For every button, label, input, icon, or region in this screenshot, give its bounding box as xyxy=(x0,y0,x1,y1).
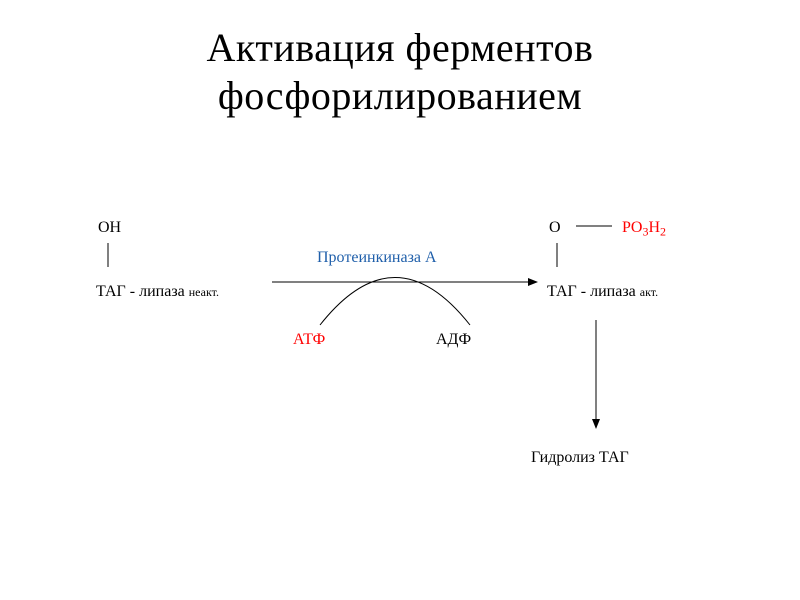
title-line-1: Активация ферментов xyxy=(206,25,594,70)
inactive-enzyme-name: ТАГ - липаза xyxy=(96,283,185,300)
oxygen-label: O xyxy=(549,219,561,236)
hydrolysis-label: Гидролиз ТАГ xyxy=(531,449,629,466)
active-state-label: акт. xyxy=(639,285,659,299)
cofactor-arc xyxy=(319,277,471,326)
page-title: Активация ферментов фосфорилированием xyxy=(0,24,800,120)
phosphate-group-label: PO3H2 xyxy=(622,218,666,238)
inactive-state-label: неакт. xyxy=(188,285,219,299)
protein-kinase-label: Протеинкиназа А xyxy=(317,249,437,266)
phosphate-h: H xyxy=(648,219,661,236)
inactive-enzyme-label: ТАГ - липаза неакт. xyxy=(96,282,219,302)
hydroxyl-group-label: OH xyxy=(98,219,122,236)
phosphate-sub-2: 2 xyxy=(660,224,667,239)
adp-label: АДФ xyxy=(436,331,472,348)
phosphate-sub-3: 3 xyxy=(642,224,649,239)
phosphate-po: PO xyxy=(622,219,643,236)
active-enzyme-name: ТАГ - липаза xyxy=(547,283,636,300)
active-enzyme-label: ТАГ - липаза акт. xyxy=(547,282,658,302)
title-line-2: фосфорилированием xyxy=(217,73,583,118)
atp-label: АТФ xyxy=(293,331,326,348)
